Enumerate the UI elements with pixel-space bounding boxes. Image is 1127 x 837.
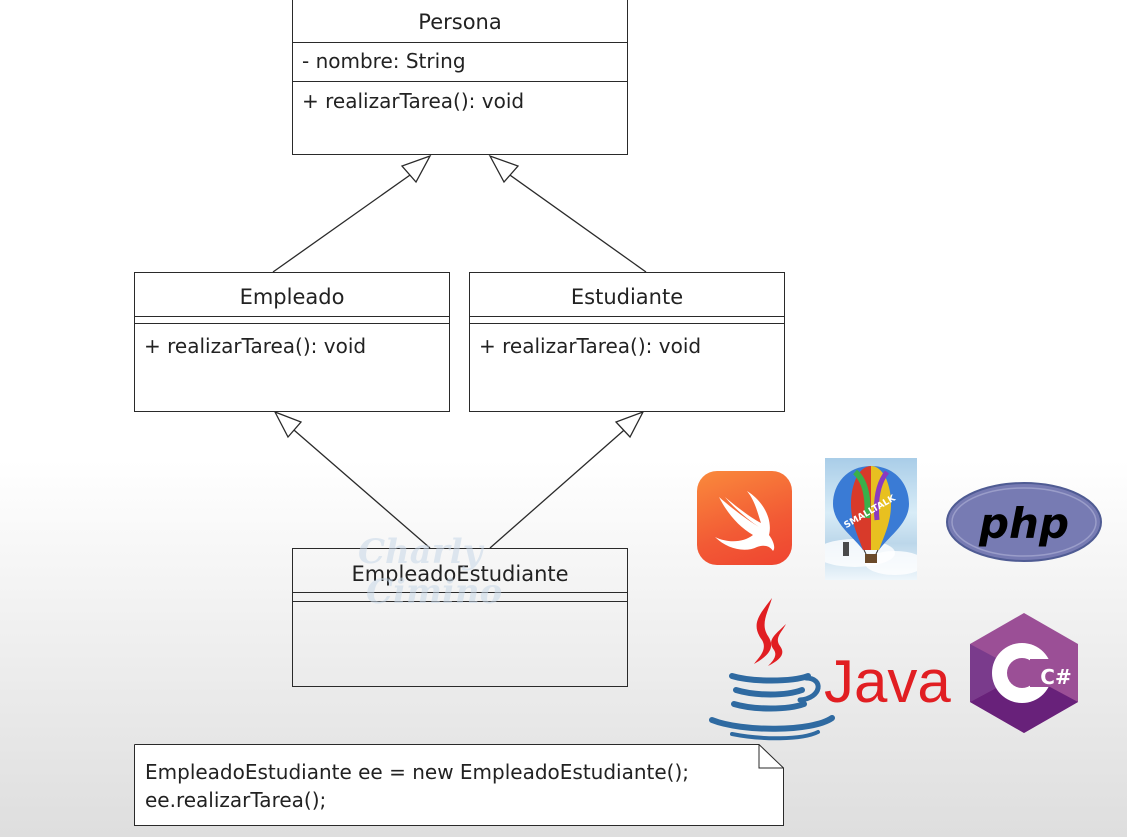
- smalltalk-balloon-icon: SMALLTALK: [825, 458, 917, 580]
- arrow-estudiante-to-persona: [499, 167, 647, 273]
- csharp-logo-text: C#: [1040, 665, 1071, 689]
- swift-bird-shape: [715, 491, 775, 551]
- class-divider: [470, 323, 784, 324]
- class-divider: [293, 592, 627, 593]
- arrow-empestudiante-to-estudiante: [489, 423, 632, 549]
- php-logo-text: php: [978, 499, 1069, 548]
- class-empleado-method: + realizarTarea(): void: [144, 334, 367, 358]
- swift-bird-icon: [697, 471, 792, 565]
- arrowhead-empleado-persona: [400, 154, 432, 184]
- csharp-logo: C#: [968, 611, 1080, 735]
- class-persona-name: Persona: [418, 10, 502, 34]
- code-note: EmpleadoEstudiante ee = new EmpleadoEstu…: [134, 744, 784, 826]
- arrowhead-estudiante-persona: [488, 154, 520, 184]
- java-logo-text: Java: [824, 648, 951, 715]
- class-estudiante-method: + realizarTarea(): void: [479, 334, 702, 358]
- class-divider: [293, 42, 627, 43]
- class-divider: [293, 601, 627, 602]
- class-empleado: Empleado + realizarTarea(): void: [134, 272, 450, 412]
- class-empleado-name: Empleado: [239, 285, 345, 309]
- note-code-line: ee.realizarTarea();: [145, 788, 327, 812]
- class-divider: [135, 323, 449, 324]
- class-estudiante: Estudiante + realizarTarea(): void: [469, 272, 785, 412]
- class-persona-attribute: - nombre: String: [302, 49, 466, 73]
- class-divider: [470, 316, 784, 317]
- php-logo-shape: php: [946, 482, 1102, 562]
- class-empleado-estudiante: EmpleadoEstudiante: [292, 548, 628, 687]
- java-cup-icon: Java: [709, 598, 951, 741]
- arrow-empleado-to-persona: [272, 167, 421, 273]
- smalltalk-balloon-shape: SMALLTALK: [825, 466, 917, 575]
- class-divider: [135, 316, 449, 317]
- class-estudiante-name: Estudiante: [570, 285, 684, 309]
- csharp-logo-shape: C#: [970, 613, 1078, 733]
- arrowhead-empestudiante-empleado: [273, 410, 303, 439]
- note-outline: [134, 744, 784, 826]
- attribute-compartment-empty: [293, 593, 627, 601]
- arrow-empestudiante-to-empleado: [286, 423, 431, 549]
- class-empleado-estudiante-name: EmpleadoEstudiante: [351, 562, 569, 586]
- class-persona: Persona - nombre: String + realizarTarea…: [292, 0, 628, 155]
- php-logo: php: [946, 482, 1102, 562]
- arrowhead-empestudiante-estudiante: [614, 410, 645, 439]
- class-persona-method: + realizarTarea(): void: [302, 89, 525, 113]
- class-divider: [293, 81, 627, 82]
- note-code-line: EmpleadoEstudiante ee = new EmpleadoEstu…: [145, 760, 690, 784]
- java-logo: Java: [702, 594, 952, 744]
